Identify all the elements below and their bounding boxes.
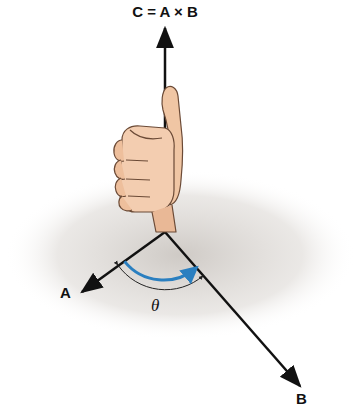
vector-b (165, 232, 300, 386)
vector-label: B (296, 391, 307, 408)
rotation-arrow (125, 261, 197, 280)
vector-a (82, 232, 165, 292)
right-hand (114, 86, 183, 232)
vector-label: A (60, 285, 71, 302)
angle-label: θ (151, 297, 159, 316)
ground-shade (5, 170, 355, 340)
equation-label: C = A × B (132, 4, 198, 21)
